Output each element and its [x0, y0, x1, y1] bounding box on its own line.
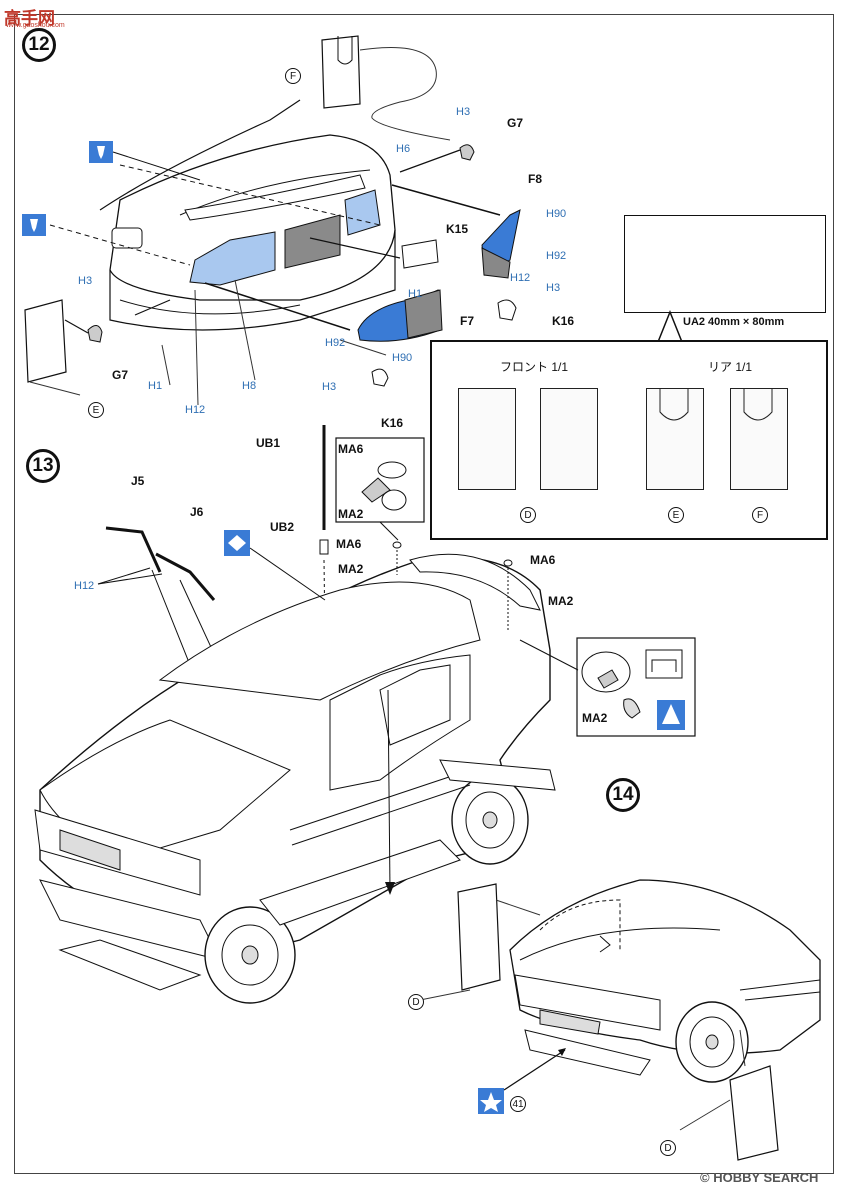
decal-rear-cutouts	[659, 388, 773, 421]
color-h90-1: H90	[546, 208, 567, 220]
color-h1-1: H1	[408, 288, 423, 300]
watermark-url: www.gaoshou.com	[6, 22, 65, 29]
color-h3-2: H3	[546, 282, 561, 294]
part-f7-label: F7	[460, 314, 475, 328]
color-h1-2: H1	[148, 380, 163, 392]
decal-sheet-placeholder	[624, 215, 826, 313]
color-h92-1: H92	[546, 250, 567, 262]
decal-d-marker: D	[520, 507, 536, 523]
step-14-badge: 14	[606, 778, 640, 812]
part-ma2-label-box: MA2	[338, 507, 364, 521]
decal-rear-left	[646, 388, 704, 490]
decal-41-number: 41	[510, 1096, 526, 1112]
step14-drawing	[419, 879, 821, 1161]
part-ma2-label-right: MA2	[548, 594, 574, 608]
decal-sheet-size: UA2 40mm × 80mm	[683, 316, 785, 328]
part-ma6-label-box: MA6	[338, 442, 364, 456]
part-g7-label-left: G7	[112, 368, 129, 382]
part-ub2-label: UB2	[270, 520, 295, 534]
part-k16-label-right: K16	[552, 314, 575, 328]
color-h12-1: H12	[510, 272, 531, 284]
color-h12-2: H12	[185, 404, 206, 416]
color-h90-2: H90	[392, 352, 413, 364]
part-j6-label: J6	[190, 505, 204, 519]
decal-rear-label: リア 1/1	[708, 360, 753, 374]
decal-front-left	[458, 388, 516, 490]
step-13-badge: 13	[26, 449, 60, 483]
decal-e-marker: E	[668, 507, 684, 523]
part-ma2-label-detail: MA2	[582, 711, 608, 725]
part-d-marker-right: D	[660, 1140, 676, 1156]
color-h12-wiper: H12	[74, 580, 95, 592]
part-k16-label-bottom: K16	[381, 416, 404, 430]
decal-rear-right	[730, 388, 788, 490]
part-ma6-label-mid: MA6	[336, 537, 362, 551]
part-ma6-label-right: MA6	[530, 553, 556, 567]
color-h3-3: H3	[78, 275, 93, 287]
color-h3-4: H3	[322, 381, 337, 393]
color-h92-2: H92	[325, 337, 346, 349]
step-12-badge: 12	[22, 28, 56, 62]
watermark-logo: 高手网	[4, 9, 55, 28]
color-h3-1: H3	[456, 106, 471, 118]
part-ub1-label: UB1	[256, 436, 281, 450]
page-frame	[14, 14, 834, 1174]
part-f-marker: F	[285, 68, 301, 84]
part-e-marker: E	[88, 402, 104, 418]
wiper-leader-lines	[97, 567, 163, 585]
decal-front-right	[540, 388, 598, 490]
hobby-search-logo: © HOBBY SEARCH	[700, 1170, 819, 1185]
part-g7-label-top: G7	[507, 116, 524, 130]
part-k15-label: K15	[446, 222, 469, 236]
part-d-marker-left: D	[408, 994, 424, 1010]
part-f8-label: F8	[528, 172, 543, 186]
part-j5-label: J5	[131, 474, 145, 488]
decal-front-label: フロント 1/1	[500, 360, 569, 374]
color-h8: H8	[242, 380, 257, 392]
decal-f-marker: F	[752, 507, 768, 523]
step13-drawing	[34, 425, 696, 1004]
color-h6: H6	[396, 143, 411, 155]
step12-drawing	[22, 35, 521, 406]
part-ma2-label-mid: MA2	[338, 562, 364, 576]
